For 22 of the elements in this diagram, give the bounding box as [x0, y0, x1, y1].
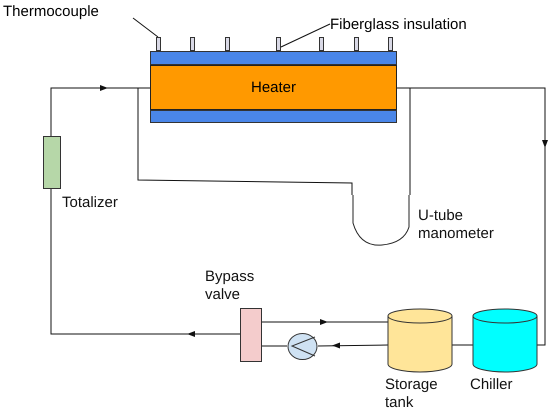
component-label: Storage tank [385, 376, 439, 412]
leader-line [280, 24, 330, 48]
pipe-arrow [262, 319, 388, 325]
insulation-layer [150, 51, 397, 65]
pipe-arrow [50, 188, 240, 337]
thermocouple-probe [156, 37, 161, 51]
callout-label: Thermocouple [3, 3, 133, 23]
thermocouple-probe [190, 37, 195, 51]
insulation-layer [150, 110, 397, 123]
thermocouple-probe [354, 37, 359, 51]
component-label: Bypass valve [205, 268, 256, 304]
leader-line [132, 18, 158, 38]
thermocouple-probe [225, 37, 230, 51]
thermocouple-probe [276, 37, 281, 51]
component-label: Totalizer [62, 194, 119, 212]
heater-element: Heater [150, 65, 397, 110]
pipe-arrow [318, 342, 388, 348]
thermocouple-probe [319, 37, 324, 51]
component-label: U-tube manometer [418, 207, 495, 243]
component-label: Chiller [470, 376, 514, 394]
callout-label: Fiberglass insulation [330, 16, 520, 36]
thermocouple-probe [388, 37, 393, 51]
